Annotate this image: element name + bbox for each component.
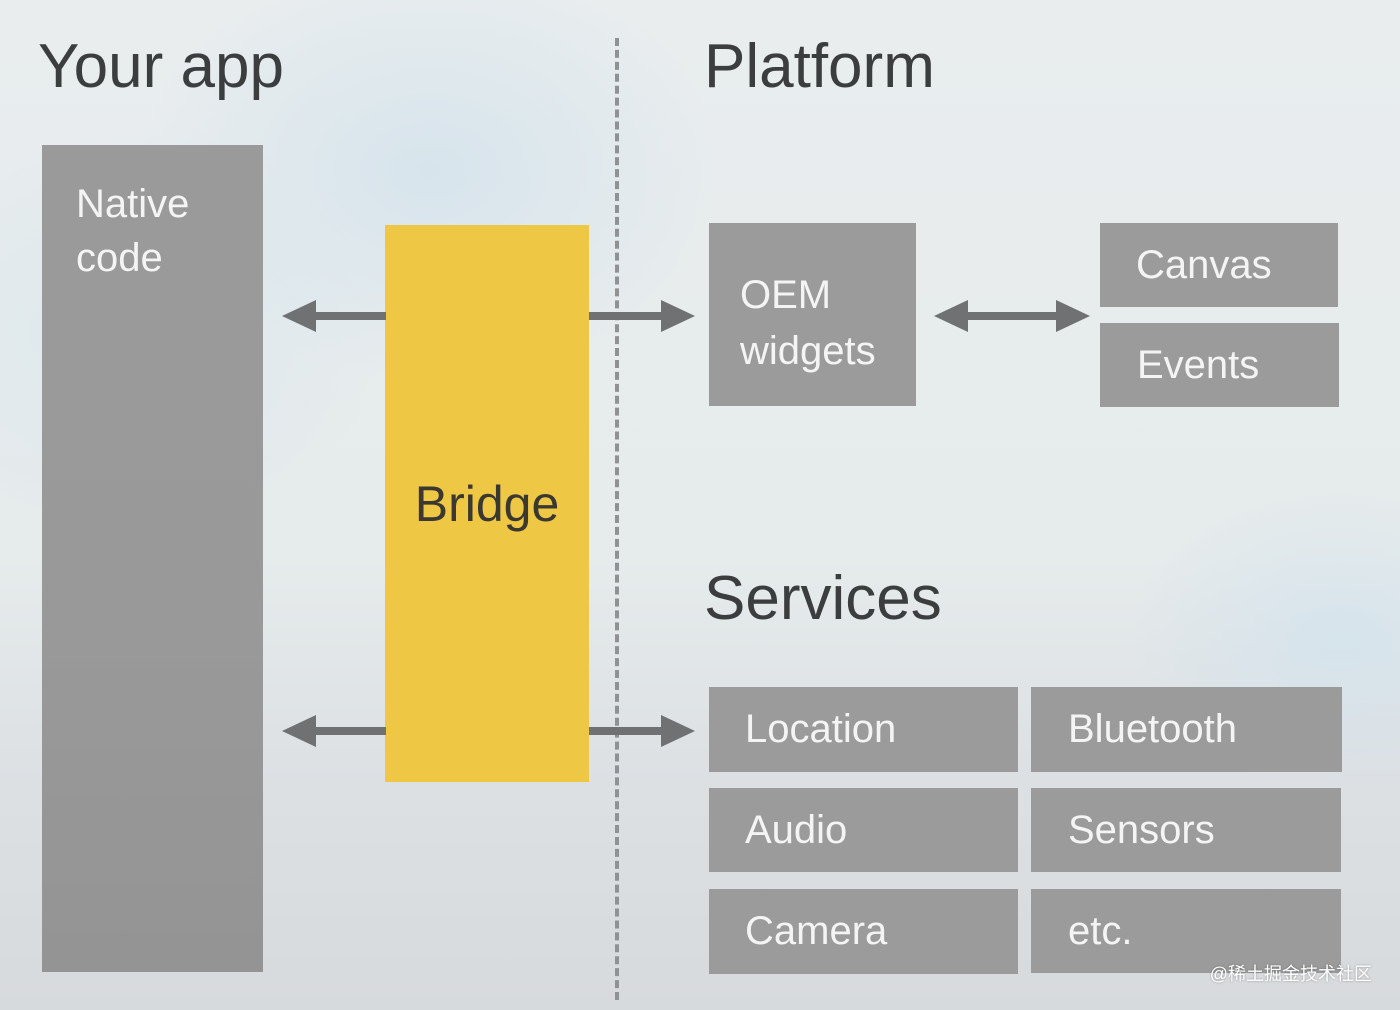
heading-platform: Platform: [704, 32, 935, 101]
service-etc-label: etc.: [1068, 908, 1133, 953]
canvas-label: Canvas: [1136, 242, 1272, 287]
oem-widgets-label-line2: widgets: [740, 329, 876, 373]
bridge-box: Bridge: [385, 225, 589, 782]
arrow-oem-to-canvas-events: [934, 300, 1090, 332]
service-location-box: Location: [709, 687, 1018, 772]
service-etc-box: etc.: [1031, 889, 1341, 973]
service-audio-label: Audio: [745, 807, 848, 852]
arrow-bridge-to-oem: [589, 300, 695, 332]
service-sensors-box: Sensors: [1031, 788, 1341, 872]
service-camera-label: Camera: [745, 909, 888, 953]
service-audio-box: Audio: [709, 788, 1018, 872]
events-label: Events: [1137, 342, 1260, 387]
oem-widgets-label-line1: OEM: [740, 273, 832, 317]
service-camera-box: Camera: [709, 889, 1018, 974]
events-box: Events: [1100, 323, 1339, 407]
heading-services: Services: [704, 564, 942, 633]
oem-widgets-box: OEM widgets: [709, 223, 916, 406]
service-sensors-label: Sensors: [1068, 807, 1215, 852]
native-code-label-line1: Native: [76, 182, 190, 226]
arrow-bridge-to-native-bottom: [282, 715, 386, 747]
arrow-bridge-to-native-top: [282, 300, 386, 332]
canvas-box: Canvas: [1100, 223, 1338, 307]
arrow-bridge-to-services: [589, 715, 695, 747]
service-location-label: Location: [745, 707, 897, 751]
native-code-label-line2: code: [76, 236, 163, 280]
bridge-label: Bridge: [414, 475, 560, 532]
heading-your-app: Your app: [38, 32, 284, 101]
watermark: @稀土掘金技术社区: [1209, 964, 1372, 984]
app-platform-divider: [615, 38, 619, 1000]
service-bluetooth-box: Bluetooth: [1031, 687, 1342, 772]
service-bluetooth-label: Bluetooth: [1068, 707, 1238, 751]
native-code-box: Native code: [42, 145, 263, 972]
